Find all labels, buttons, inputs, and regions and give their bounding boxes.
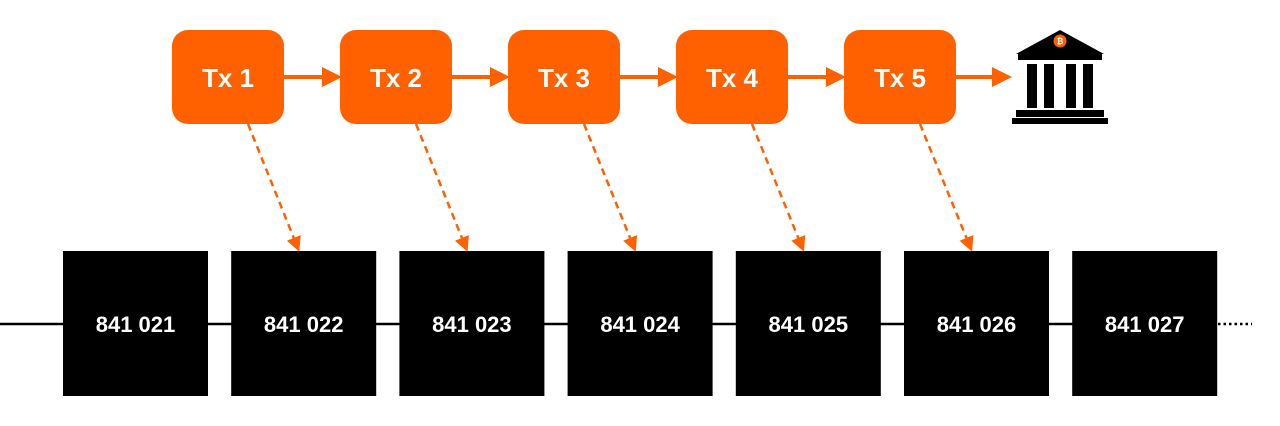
- bank-column: [1044, 64, 1054, 108]
- tx-label: Tx 2: [370, 63, 422, 93]
- block-box: [904, 251, 1049, 396]
- block-box: [399, 251, 545, 396]
- tx-node: Tx 5: [844, 30, 956, 124]
- tx-node: Tx 2: [340, 30, 452, 124]
- block-node: 841 023: [399, 251, 545, 396]
- bank-column: [1066, 64, 1076, 108]
- block-label: 841 023: [432, 312, 512, 337]
- block-node: 841 022: [231, 251, 377, 396]
- block-label: 841 025: [769, 312, 849, 337]
- block-box: [735, 251, 881, 396]
- block-node: 841 021: [63, 251, 208, 396]
- tx-label: Tx 1: [202, 63, 254, 93]
- tx-block-link: [414, 123, 469, 252]
- tx-box: [508, 30, 620, 124]
- block-box: [567, 251, 713, 396]
- link-arrows: [246, 123, 974, 252]
- tx-node: Tx 1: [172, 30, 284, 124]
- block-node: 841 027: [1072, 251, 1218, 396]
- tx-box: [340, 30, 452, 124]
- transaction-nodes: Tx 1 Tx 2 Tx 3 Tx 4 Tx 5: [172, 30, 956, 124]
- block-node: 841 025: [735, 251, 881, 396]
- block-label: 841 021: [96, 312, 176, 337]
- block-label: 841 026: [937, 312, 1017, 337]
- tx-label: Tx 4: [706, 63, 759, 93]
- tx-block-link: [750, 123, 806, 252]
- tx-block-link: [582, 123, 638, 252]
- block-box: [63, 251, 208, 396]
- bank-step: [1012, 118, 1108, 124]
- block-node: 841 024: [567, 251, 713, 396]
- bank-column: [1083, 64, 1093, 108]
- bank-icon: ₿: [1012, 30, 1108, 124]
- block-label: 841 027: [1105, 312, 1185, 337]
- block-nodes: 841 021 841 022 841 023 841 024 841 025 …: [63, 251, 1218, 396]
- block-box: [1072, 251, 1218, 396]
- bank-base: [1016, 110, 1104, 117]
- tx-node: Tx 3: [508, 30, 620, 124]
- tx-label: Tx 3: [538, 63, 590, 93]
- tx-block-link: [918, 123, 974, 252]
- block-label: 841 024: [600, 312, 680, 337]
- block-node: 841 026: [904, 251, 1049, 396]
- coin-glyph: ₿: [1057, 37, 1064, 46]
- tx-block-link: [246, 123, 301, 252]
- tx-node: Tx 4: [676, 30, 788, 124]
- tx-box: [844, 30, 956, 124]
- bank-column: [1027, 64, 1037, 108]
- block-label: 841 022: [264, 312, 344, 337]
- tx-box: [676, 30, 788, 124]
- bitcoin-icon: ₿: [1053, 34, 1067, 48]
- block-box: [231, 251, 377, 396]
- tx-label: Tx 5: [874, 63, 926, 93]
- bank-entablature: [1018, 54, 1102, 60]
- tx-box: [172, 30, 284, 124]
